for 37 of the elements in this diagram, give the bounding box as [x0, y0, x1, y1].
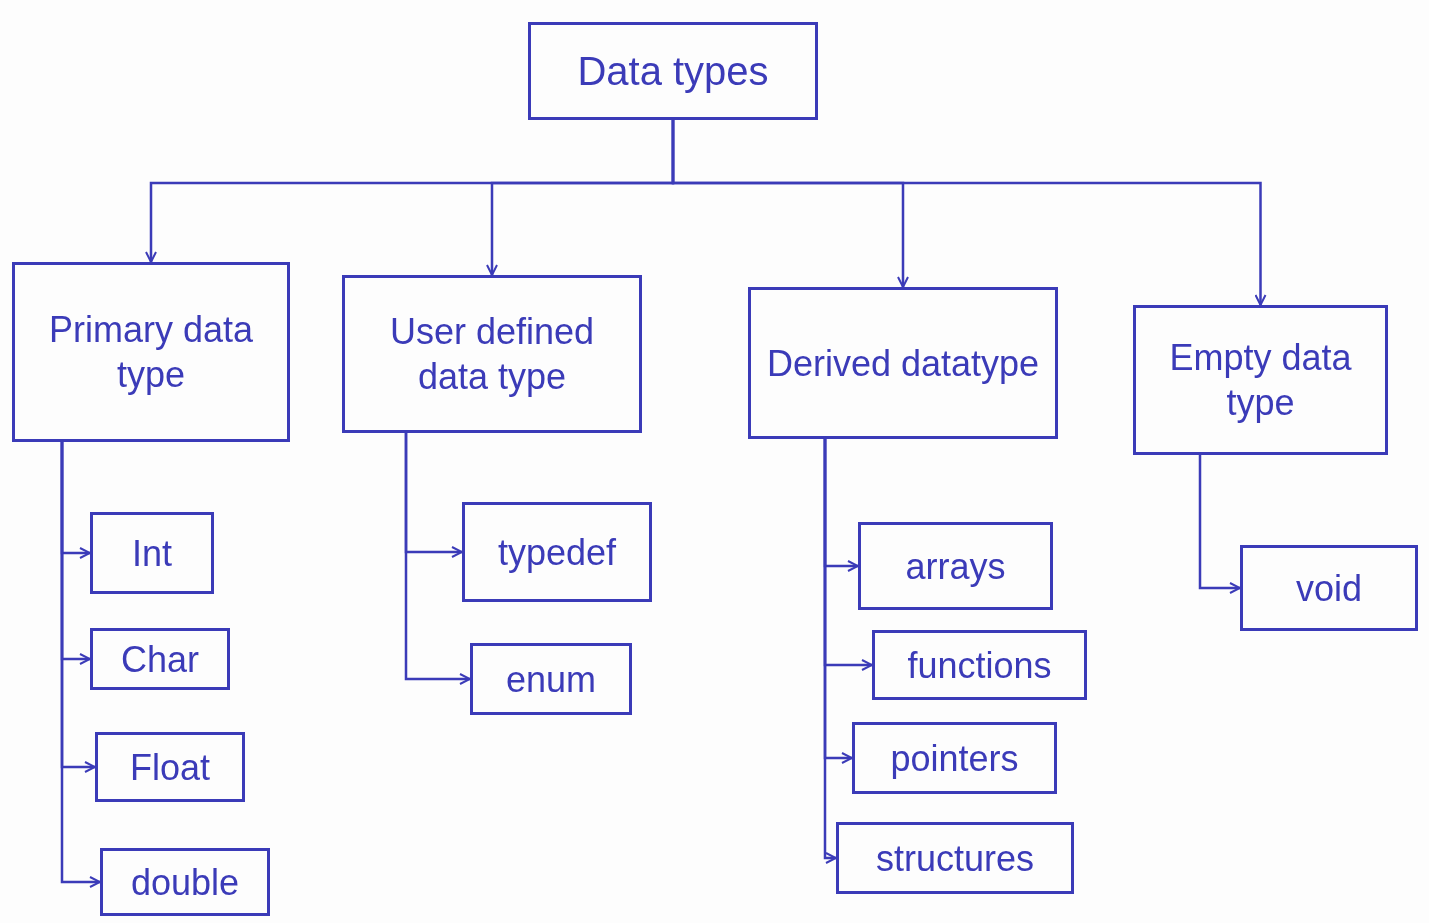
- category-box: [1133, 305, 1388, 455]
- category-box: [90, 512, 214, 594]
- category-box: [470, 643, 632, 715]
- box-label: Primary data type: [47, 308, 255, 397]
- box-label: arrays: [905, 544, 1006, 589]
- connector-arrow: [671, 120, 1267, 306]
- connector-arrow: [1198, 455, 1241, 594]
- box-label: void: [1295, 566, 1362, 611]
- category-box: [342, 275, 642, 433]
- box-label: double: [130, 860, 240, 905]
- box-label: pointers: [890, 736, 1019, 781]
- box-label: User defined data type: [388, 310, 596, 399]
- category-box: [95, 732, 245, 802]
- category-box: [748, 287, 1058, 439]
- box-label: Empty data type: [1168, 336, 1353, 425]
- category-box: [836, 822, 1074, 894]
- category-box: [852, 722, 1057, 794]
- box-label: Derived datatype: [766, 341, 1040, 386]
- category-box: [90, 628, 230, 690]
- category-box: [872, 630, 1087, 700]
- box-label: Data types: [577, 48, 769, 95]
- box-label: Float: [129, 745, 210, 790]
- category-box: [528, 22, 818, 120]
- box-label: structures: [875, 836, 1034, 881]
- box-label: enum: [505, 657, 597, 702]
- box-label: Char: [121, 637, 199, 682]
- category-box: [462, 502, 652, 602]
- box-label: functions: [907, 643, 1052, 688]
- category-box: [12, 262, 290, 442]
- box-label: Int: [132, 531, 172, 576]
- category-box: [858, 522, 1053, 610]
- category-box: [100, 848, 270, 916]
- category-box: [1240, 545, 1418, 631]
- box-label: typedef: [497, 530, 617, 575]
- connector-arrow: [404, 433, 471, 685]
- connector-arrow: [823, 439, 837, 864]
- connector-arrow: [60, 442, 101, 888]
